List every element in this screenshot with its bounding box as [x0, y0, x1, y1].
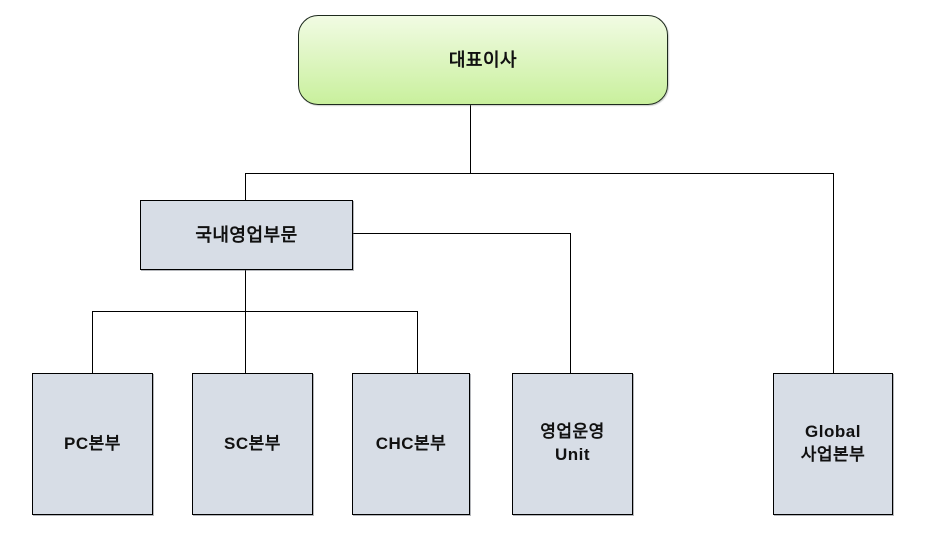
org-node-ceo: 대표이사 — [298, 15, 668, 105]
connector-to-division-down — [245, 173, 246, 201]
org-node-sc-division-label: SC본부 — [224, 433, 281, 453]
connector-to-global-down — [833, 173, 834, 374]
org-node-global-business-division: Global 사업본부 — [773, 373, 893, 515]
org-node-pc-division: PC본부 — [32, 373, 153, 515]
org-node-chc-division-label: CHC본부 — [375, 433, 447, 453]
org-node-sales-operations-unit: 영업운영 Unit — [512, 373, 633, 515]
connector-division-down — [245, 270, 246, 312]
org-node-domestic-sales-division: 국내영업부문 — [140, 200, 353, 270]
org-node-ceo-label: 대표이사 — [448, 49, 518, 70]
org-node-sales-operations-unit-label: 영업운영 Unit — [540, 422, 605, 464]
connector-to-unit-down — [570, 233, 571, 374]
org-node-chc-division: CHC본부 — [352, 373, 470, 515]
org-node-sc-division: SC본부 — [192, 373, 313, 515]
connector-to-pc-down — [92, 311, 93, 373]
connector-division-right — [353, 233, 571, 234]
connector-ceo-down — [470, 105, 471, 173]
connector-level1-horizontal — [245, 173, 834, 174]
org-node-global-business-division-label: Global 사업본부 — [800, 422, 866, 464]
connector-to-sc-down — [245, 311, 246, 373]
connector-level2-horizontal — [92, 311, 418, 312]
org-node-domestic-sales-division-label: 국내영업부문 — [195, 224, 298, 245]
connector-to-chc-down — [417, 311, 418, 373]
org-node-pc-division-label: PC본부 — [64, 433, 121, 453]
